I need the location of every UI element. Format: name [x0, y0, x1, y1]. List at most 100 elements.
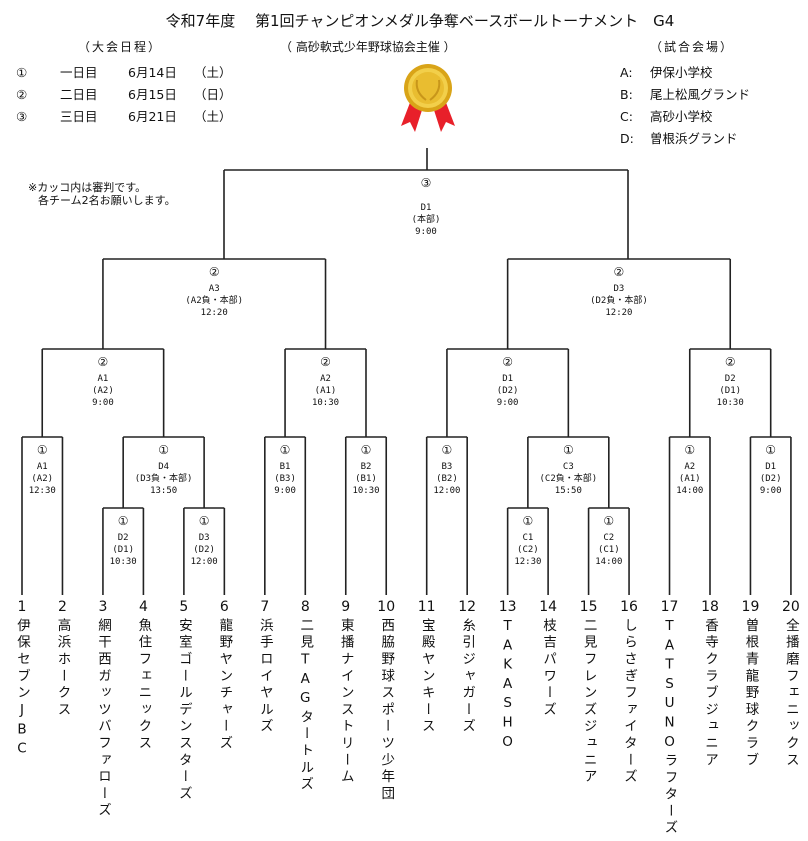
- match-venue: C2: [603, 533, 615, 543]
- match-round: ①: [360, 443, 372, 457]
- match-round: ①: [198, 514, 210, 528]
- match-time: 14:00: [595, 557, 623, 567]
- match-venue: D3: [198, 533, 210, 543]
- match-umpire: (D2): [193, 545, 215, 555]
- team-entry: 1 伊保セブンJBC: [0, 598, 50, 764]
- team-number: 5: [179, 599, 189, 615]
- team-number: 15: [579, 599, 598, 615]
- match-venue: A1: [97, 374, 109, 384]
- team-name: 宝殿ヤンキース: [418, 618, 435, 736]
- match-umpire: (A2): [31, 474, 54, 484]
- match-venue: D2: [117, 533, 129, 543]
- team-name: 魚住フェニックス: [135, 618, 152, 753]
- venue-row: C:高砂小学校: [620, 106, 713, 125]
- match-time: 9:00: [92, 398, 114, 408]
- team-name: TAKASHO: [499, 618, 516, 754]
- match-time: 10:30: [716, 398, 744, 408]
- match-round: ①: [441, 443, 453, 457]
- team-name: 伊保セブンJBC: [14, 618, 30, 760]
- team-number: 13: [498, 599, 517, 615]
- team-number: 14: [539, 599, 558, 615]
- team-name: 龍野ヤンチャーズ: [216, 618, 233, 753]
- umpire-note: ※カッコ内は審判です。: [28, 181, 147, 194]
- team-entry: 14 枝吉パワーズ: [488, 598, 608, 723]
- match-venue: B3: [441, 462, 453, 472]
- match-umpire: (C2): [517, 545, 539, 555]
- match-venue: D3: [613, 284, 625, 294]
- match-umpire: (B3): [274, 474, 296, 484]
- schedule-header: （大会日程）: [78, 40, 163, 54]
- match-round: ①: [603, 514, 615, 528]
- day: 一日目: [60, 65, 98, 80]
- team-name: TATSUNOラフターズ: [661, 618, 678, 838]
- team-name: 網干西ガッツバファローズ: [94, 618, 111, 820]
- match-venue: A2: [684, 462, 696, 472]
- venue-row: B:尾上松風グランド: [620, 84, 750, 103]
- match-venue: C1: [522, 533, 534, 543]
- weekday: （土）: [194, 65, 232, 80]
- venue-code: D:: [620, 131, 634, 146]
- match-round: ①: [522, 514, 534, 528]
- match-time: 9:00: [496, 398, 519, 408]
- match-umpire: (A2): [92, 386, 114, 396]
- match-time: 12:20: [605, 308, 633, 318]
- match-umpire: (D2): [496, 386, 519, 396]
- weekday: （土）: [194, 109, 232, 124]
- match-umpire: (本部): [411, 215, 441, 225]
- round-mark: ①: [16, 65, 28, 80]
- match-venue: D1: [765, 462, 777, 472]
- match-time: 15:50: [554, 486, 582, 496]
- match-time: 10:30: [352, 486, 380, 496]
- team-number: 4: [138, 599, 148, 615]
- team-number: 19: [741, 599, 760, 615]
- weekday: （日）: [194, 87, 232, 102]
- team-name: 枝吉パワーズ: [540, 618, 557, 719]
- match-round: ①: [36, 443, 48, 457]
- team-name: 東播ナインストリーム: [337, 618, 354, 786]
- team-number: 3: [98, 599, 108, 615]
- venue-name: 尾上松風グランド: [650, 87, 751, 102]
- match-umpire: (D2): [759, 474, 782, 484]
- team-number: 12: [458, 599, 477, 615]
- team-number: 7: [260, 599, 270, 615]
- match-venue: B1: [279, 462, 291, 472]
- team-number: 1: [17, 599, 27, 615]
- match-venue: D1: [420, 203, 432, 213]
- match-round: ②: [724, 355, 736, 369]
- match-time: 10:30: [109, 557, 137, 567]
- match-round: ①: [765, 443, 777, 457]
- match-round: ①: [117, 514, 129, 528]
- match-venue: A3: [208, 284, 220, 294]
- match-round: ②: [320, 355, 331, 369]
- match-time: 10:30: [311, 398, 340, 408]
- team-number: 10: [377, 599, 396, 615]
- match-umpire: (D2負・本部): [590, 296, 648, 306]
- day: 二日目: [60, 87, 98, 102]
- match-time: 12:00: [433, 486, 461, 496]
- match-umpire: (D3負・本部): [134, 474, 193, 484]
- team-name: 香寺クラブジュニア: [701, 618, 718, 770]
